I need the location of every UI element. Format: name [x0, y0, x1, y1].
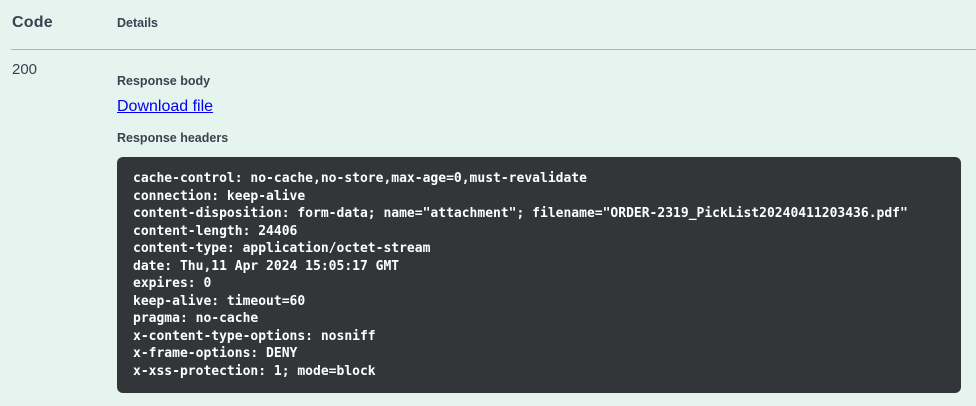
responses-table-header: Code Details	[0, 0, 976, 32]
response-headers-block: cache-control: no-cache,no-store,max-age…	[117, 157, 961, 393]
response-headers-label: Response headers	[117, 131, 229, 145]
response-status-code: 200	[12, 61, 38, 78]
response-body-label: Response body	[117, 74, 211, 88]
response-row: 200 Response body Download file Response…	[0, 50, 976, 393]
column-header-details: Details	[117, 16, 158, 30]
download-file-link[interactable]: Download file	[117, 98, 214, 115]
column-header-code: Code	[12, 14, 53, 31]
response-details-column: Response body Download file Response hea…	[117, 62, 966, 393]
table-header-divider	[11, 49, 976, 50]
